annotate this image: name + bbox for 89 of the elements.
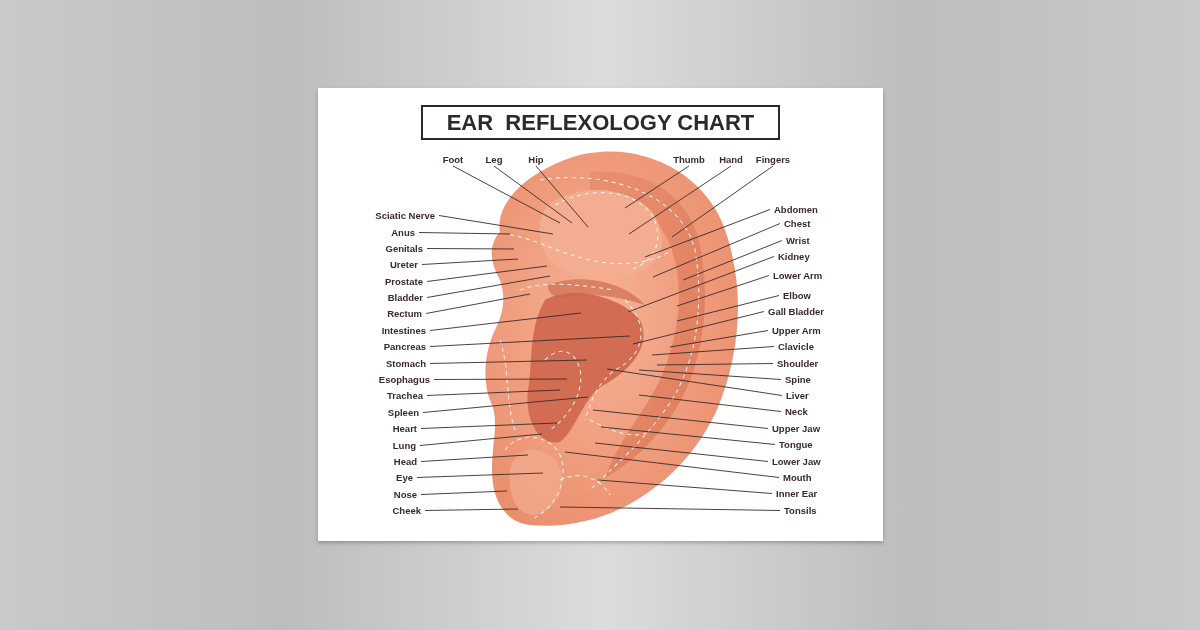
part-label: Lower Arm [773, 270, 823, 281]
leader-line [535, 165, 589, 228]
leader-line [671, 165, 774, 238]
part-label: Trachea [387, 390, 423, 401]
part-label: Neck [785, 406, 808, 417]
part-label: Anus [391, 227, 415, 238]
part-label: Thumb [673, 154, 705, 165]
part-label: Elbow [783, 290, 811, 301]
leader-line [421, 258, 519, 265]
leader-line [559, 506, 781, 511]
chart-title: EAR REFLEXOLOGY CHART [421, 105, 780, 140]
leader-line [426, 389, 561, 396]
leader-line [429, 359, 588, 364]
part-label: Chest [784, 218, 811, 229]
part-label: Kidney [778, 251, 810, 262]
part-label: Ureter [390, 259, 418, 270]
part-label: Esophagus [378, 374, 430, 385]
leader-line [597, 479, 773, 494]
leader-line [600, 426, 776, 445]
part-label: Abdomen [774, 204, 818, 215]
part-label: Fingers [755, 154, 791, 165]
part-label: Tonsils [784, 505, 817, 516]
leader-line [422, 396, 589, 413]
part-label: Stomach [385, 358, 426, 369]
part-label: Nose [393, 489, 417, 500]
part-label: Inner Ear [776, 488, 818, 499]
leader-line [632, 311, 765, 345]
leader-line [429, 335, 631, 347]
part-label: Lower Jaw [772, 456, 821, 467]
part-label: Shoulder [777, 358, 819, 369]
part-label: Liver [786, 390, 809, 401]
leader-line [438, 215, 554, 235]
part-label: Intestines [381, 325, 426, 336]
leader-line [426, 275, 551, 298]
part-label: Bladder [387, 292, 423, 303]
leader-line [676, 295, 780, 322]
part-label: Wrist [786, 235, 810, 246]
leader-line [656, 363, 774, 366]
part-label: Heart [392, 423, 417, 434]
leader-line [420, 490, 508, 495]
leader-line [433, 378, 568, 380]
part-label: Gall Bladder [768, 306, 824, 317]
leader-line [606, 368, 783, 396]
part-label: Foot [442, 154, 464, 165]
part-label: Upper Jaw [772, 423, 821, 434]
part-label: Spleen [387, 407, 419, 418]
leader-line [426, 265, 548, 282]
part-label: Mouth [783, 472, 812, 483]
part-label: Cheek [392, 505, 421, 516]
leader-line [628, 165, 732, 235]
part-label: Rectum [387, 308, 422, 319]
leader-line [669, 330, 769, 348]
leader-line [424, 508, 519, 511]
leader-line [644, 209, 771, 258]
part-label: Spine [785, 374, 811, 385]
part-label: Eye [396, 472, 413, 483]
part-label: Hip [528, 154, 544, 165]
leader-line [418, 232, 511, 235]
leader-line [676, 275, 770, 307]
leader-line [420, 422, 558, 429]
leader-line [419, 433, 543, 446]
leader-line [594, 442, 769, 462]
leader-line [638, 369, 782, 380]
leader-line [420, 454, 529, 462]
leader-line [592, 409, 769, 429]
leader-line [652, 223, 781, 278]
leader-line [651, 346, 775, 356]
leader-line [682, 240, 783, 281]
part-label: Pancreas [383, 341, 426, 352]
leader-line [426, 248, 515, 250]
part-label: Sciatic Nerve [375, 210, 435, 221]
leader-line [452, 165, 561, 224]
leader-line [416, 472, 544, 478]
part-label: Head [393, 456, 417, 467]
part-label: Leg [485, 154, 503, 165]
part-label: Clavicle [778, 341, 814, 352]
part-label: Prostate [385, 276, 423, 287]
leader-line [429, 312, 582, 331]
leader-line [493, 165, 573, 224]
part-label: Hand [719, 154, 743, 165]
leader-line [638, 394, 782, 412]
leader-line [564, 451, 780, 478]
part-label: Genitals [385, 243, 423, 254]
part-label: Lung [392, 440, 416, 451]
part-label: Upper Arm [772, 325, 821, 336]
part-label: Tongue [779, 439, 813, 450]
leader-line [627, 256, 775, 313]
leader-line [425, 293, 531, 314]
leader-line [624, 165, 690, 209]
